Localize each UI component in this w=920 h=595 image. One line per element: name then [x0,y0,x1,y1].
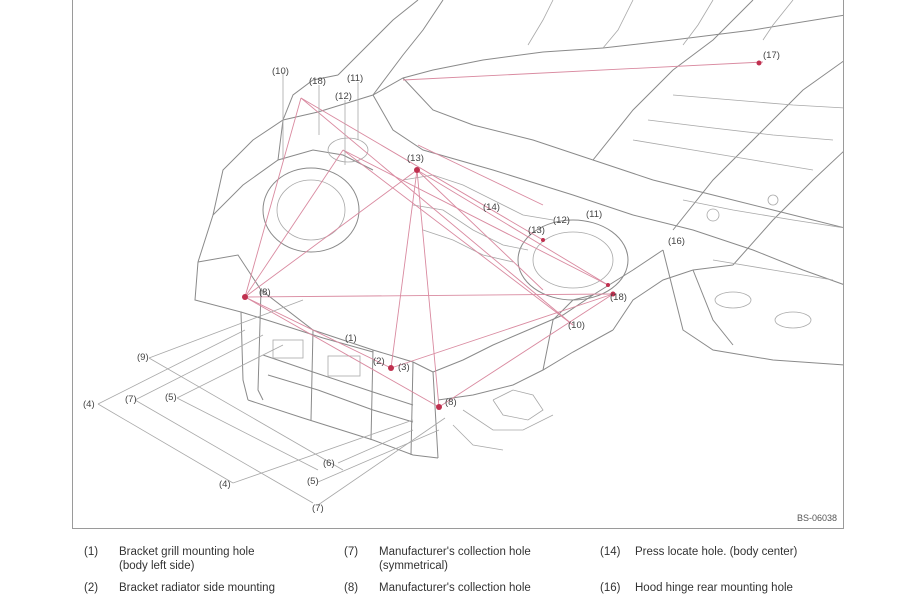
leader-lines [97,72,446,506]
legend-number: (2) [84,582,99,594]
label-16: (16) [668,236,685,247]
measurement-lines [244,61,764,408]
label-12-right: (12) [553,215,570,226]
label-10-top: (10) [272,66,289,77]
label-2: (2) [373,356,385,367]
car-body-frame-diagram: (10) (18) (11) (12) (17) (13) (14) (12) … [83,0,843,514]
measurement-points [242,60,762,410]
legend-text: Press locate hole. (body center) [635,546,798,558]
legend-text: Bracket radiator side mounting [119,582,275,594]
label-5-bottom: (5) [307,476,319,487]
label-4-bottom: (4) [219,479,231,490]
legend: (1) Bracket grill mounting hole (body le… [0,529,920,594]
legend-number: (16) [600,582,621,594]
label-12-top: (12) [335,91,352,102]
label-1: (1) [345,333,357,344]
label-10-right: (10) [568,320,585,331]
legend-text: Bracket grill mounting hole (body left s… [119,546,255,572]
label-8-left: (8) [259,287,271,298]
label-7-bottom: (7) [312,503,324,514]
label-11-top: (11) [347,73,363,84]
label-4-left: (4) [83,399,95,410]
legend-number: (1) [84,546,99,558]
legend-number: (7) [344,546,359,558]
label-7-left: (7) [125,394,137,405]
label-14: (14) [483,202,500,213]
label-17: (17) [763,50,780,61]
label-13-right: (13) [528,225,545,236]
label-6: (6) [323,458,335,469]
label-8-right: (8) [445,397,457,408]
diagram-frame: (10) (18) (11) (12) (17) (13) (14) (12) … [72,0,844,529]
legend-text: Hood hinge rear mounting hole [635,582,793,594]
label-3: (3) [398,362,410,373]
label-5-left: (5) [165,392,177,403]
legend-number: (8) [344,582,359,594]
body-line-art [194,0,843,459]
label-13-top: (13) [407,153,424,164]
figure-code: BS-06038 [796,513,837,523]
label-11-right: (11) [586,209,602,220]
legend-text: Manufacturer's collection hole [379,582,531,594]
legend-number: (14) [600,546,621,558]
label-9: (9) [137,352,149,363]
label-18-top: (18) [309,76,326,87]
legend-text: Manufacturer's collection hole (symmetri… [379,546,531,572]
label-18-right: (18) [610,292,627,303]
callout-labels: (10) (18) (11) (12) (17) (13) (14) (12) … [83,50,780,514]
